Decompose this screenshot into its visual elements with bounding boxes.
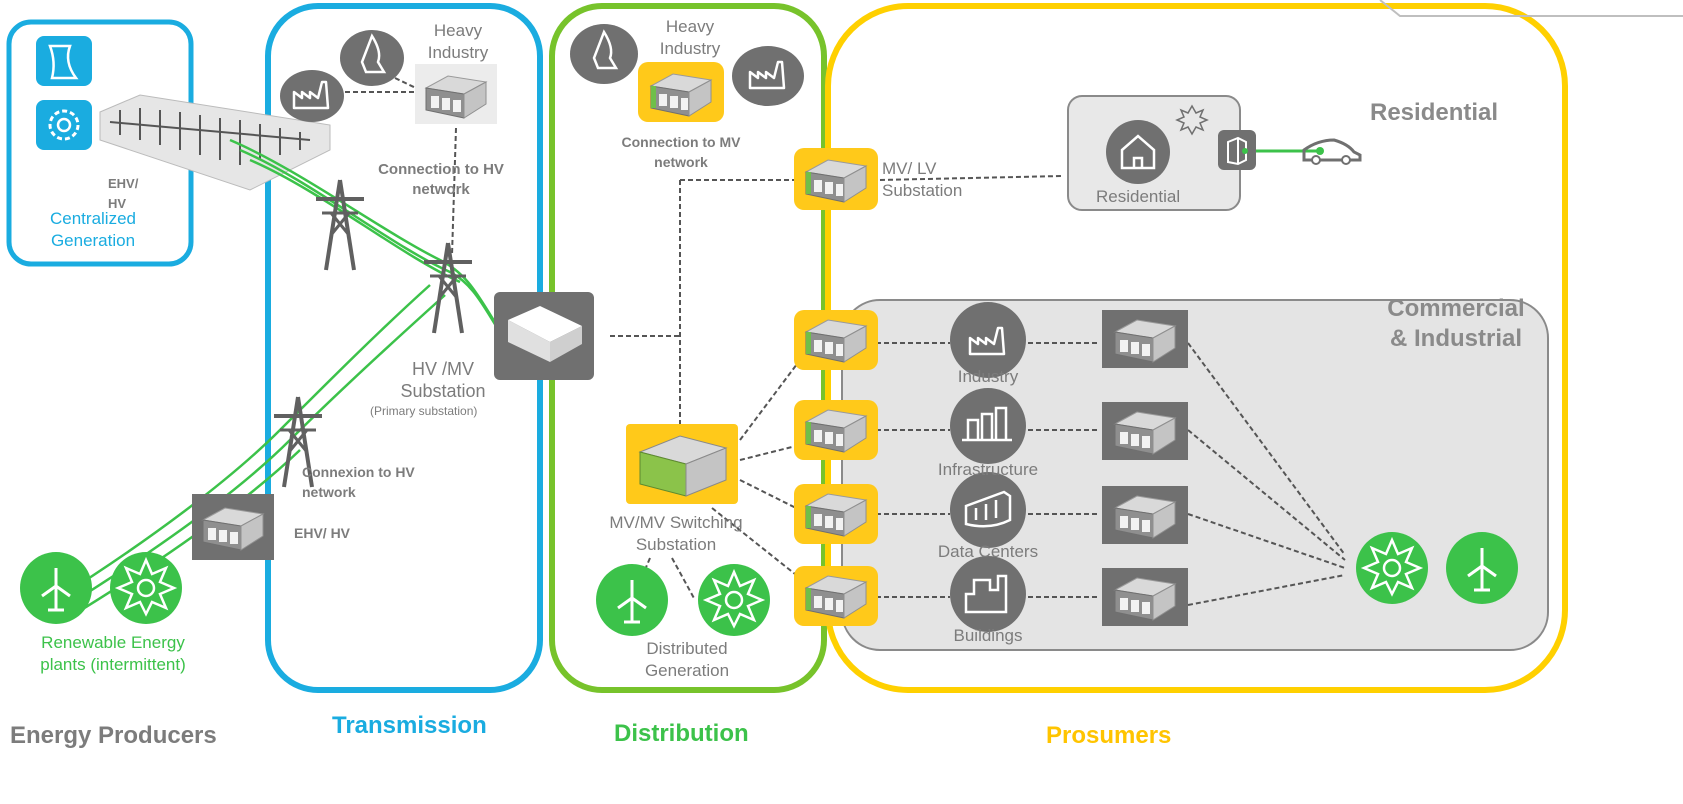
substation-icon — [1102, 402, 1188, 460]
centralized-generation-label: Centralized Generation — [50, 209, 136, 250]
solar-icon — [698, 564, 770, 636]
connection-mv-label: Connection to MV network — [621, 134, 741, 170]
substation-icon — [1102, 568, 1188, 626]
factory-icon — [950, 302, 1026, 378]
ehv-substation-icon — [192, 494, 274, 560]
buildings-label: Buildings — [953, 626, 1023, 645]
data-centers-label: Data Centers — [937, 542, 1039, 561]
wind-turbine-icon — [596, 564, 668, 636]
mv-lv-substation-icon — [794, 148, 878, 210]
switching-substation-label: MV/MV Switching Substation — [609, 513, 743, 554]
gear-icon — [36, 100, 92, 150]
sun-outline-icon — [1175, 104, 1209, 136]
substation-icon — [794, 310, 878, 370]
distributed-generation-label: Distributed Generation — [644, 639, 730, 680]
corner-decoration — [1379, 0, 1683, 17]
solar-icon — [110, 552, 182, 624]
substation-icon — [794, 484, 878, 544]
connector-dot — [1316, 147, 1324, 155]
hv-lines — [54, 138, 1320, 622]
ehv-hv-label: EHV/ HV — [294, 525, 351, 541]
ev-charger-icon — [1218, 130, 1256, 170]
heavy-industry-label: Heavy Industry — [659, 17, 721, 58]
electric-car-icon — [1302, 138, 1362, 165]
pylon-icon — [314, 178, 366, 272]
connection-lines — [345, 77, 1346, 606]
flame-icon — [340, 30, 404, 86]
nuclear-plant-icon — [36, 36, 92, 86]
substation-icon — [794, 400, 878, 460]
substation-icon — [1102, 310, 1188, 368]
factory-icon — [732, 46, 804, 106]
connexion-hv-label: Connexion to HV network — [302, 464, 415, 500]
substation-icon — [638, 62, 724, 122]
wind-turbine-icon — [20, 552, 92, 624]
connection-hv-label: Connection to HV network — [378, 161, 504, 198]
building-icon — [950, 556, 1026, 632]
renewable-label: Renewable Energy plants (intermittent) — [40, 633, 186, 674]
connector-dot — [1242, 148, 1248, 154]
distribution-footer: Distribution — [614, 720, 749, 747]
infrastructure-label: Infrastructure — [937, 460, 1039, 479]
data-center-icon — [950, 472, 1026, 548]
house-icon — [1106, 120, 1170, 184]
transmission-footer: Transmission — [332, 712, 487, 739]
substation-icon — [415, 64, 497, 124]
wind-turbine-icon — [1446, 532, 1518, 604]
commercial-industrial-title: Commercial & Industrial — [1387, 295, 1525, 352]
heavy-industry-label: Heavy Industry — [427, 21, 489, 62]
substation-icon — [794, 566, 878, 626]
infrastructure-icon — [950, 388, 1026, 464]
energy-producers-footer: Energy Producers — [10, 722, 217, 749]
flame-icon — [570, 24, 638, 84]
switching-substation-icon — [626, 424, 738, 504]
ehv-hv-plant-label: EHV/ HV — [108, 176, 139, 211]
factory-icon — [280, 70, 344, 122]
industry-label: Industry — [957, 367, 1019, 386]
hv-mv-substation-icon — [494, 292, 594, 380]
primary-substation-label: (Primary substation) — [370, 404, 478, 418]
hv-mv-substation-label: HV /MV Substation — [400, 359, 486, 401]
residential-label: Residential — [1096, 187, 1181, 206]
substation-icon — [1102, 486, 1188, 544]
solar-icon — [1356, 532, 1428, 604]
prosumers-footer: Prosumers — [1046, 722, 1172, 749]
residential-title: Residential — [1370, 99, 1499, 126]
mv-lv-substation-label: MV/ LV Substation — [882, 159, 963, 200]
